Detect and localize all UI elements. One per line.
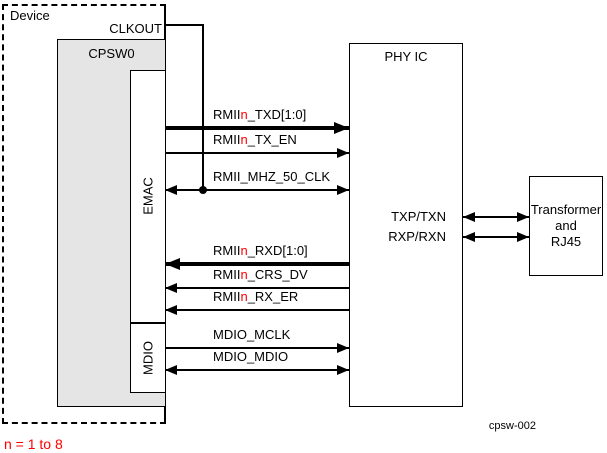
- arrowhead-right-icon: [334, 122, 349, 134]
- signal-rmii-tx-en: RMIIn_TX_EN: [165, 132, 349, 165]
- link-rxp-rxn: [463, 225, 529, 249]
- signal-mdio-mdio: MDIO_MDIO: [165, 349, 349, 382]
- signal-label-prefix: MDIO_MCLK: [213, 327, 291, 342]
- signal-line: [165, 189, 349, 191]
- arrowhead-left-icon: [165, 365, 177, 375]
- clkout-label: CLKOUT: [109, 21, 162, 36]
- signal-label-prefix: RMII: [213, 289, 241, 304]
- signal-label: RMIIn_RX_ER: [213, 289, 298, 304]
- arrowhead-left-icon: [165, 258, 180, 270]
- transformer-label-line2: and: [555, 218, 577, 233]
- mdio-block: [130, 323, 166, 393]
- arrowhead-left-icon: [463, 232, 475, 242]
- signal-label-suffix: _RXD[1:0]: [247, 243, 308, 258]
- arrowhead-left-icon: [165, 305, 177, 315]
- signal-label: RMIIn_TXD[1:0]: [213, 107, 306, 122]
- signal-label-variable: n: [240, 132, 248, 147]
- signal-label-variable: n: [240, 243, 248, 258]
- signal-line: [463, 216, 529, 218]
- signal-label: RMIIn_CRS_DV: [213, 267, 308, 282]
- signal-label-suffix: _RX_ER: [247, 289, 299, 304]
- signal-label-prefix: RMII: [213, 267, 241, 282]
- signal-rmii-rx-er: RMIIn_RX_ER: [165, 289, 349, 322]
- signal-label: MDIO_MDIO: [213, 349, 288, 364]
- signal-label-suffix: _TXD[1:0]: [247, 107, 307, 122]
- signal-line: [165, 152, 349, 154]
- mdio-label: MDIO: [140, 341, 156, 375]
- arrowhead-right-icon: [337, 185, 349, 195]
- device-label: Device: [10, 8, 50, 23]
- signal-line: [165, 262, 349, 266]
- signal-label: RMIIn_RXD[1:0]: [213, 243, 308, 258]
- transformer-rj45-block: Transformer and RJ45: [529, 176, 603, 276]
- signal-label-suffix: _TX_EN: [247, 132, 297, 147]
- emac-block: [130, 70, 166, 323]
- signal-rmii-txd: RMIIn_TXD[1:0]: [165, 107, 349, 140]
- cpsw0-label: CPSW0: [88, 46, 135, 61]
- signal-label-prefix: RMII_MHZ_50_CLK: [213, 169, 331, 184]
- signal-rmii-mhz-50-clk: RMII_MHZ_50_CLK: [165, 169, 349, 202]
- figure-id: cpsw-002: [488, 420, 536, 432]
- signal-mdio-mclk: MDIO_MCLK: [165, 327, 349, 360]
- signal-label: RMII_MHZ_50_CLK: [213, 169, 330, 184]
- arrowhead-left-icon: [165, 283, 177, 293]
- link-txp-txn: [463, 205, 529, 229]
- phy-ic-block: [349, 43, 463, 407]
- signal-label-prefix: RMII: [213, 107, 241, 122]
- signal-label: RMIIn_TX_EN: [213, 132, 297, 147]
- phy-tx-pins-label: TXP/TXN: [391, 209, 446, 224]
- signal-rmii-rxd: RMIIn_RXD[1:0]: [165, 243, 349, 276]
- arrowhead-right-icon: [337, 343, 349, 353]
- signal-rmii-crs-dv: RMIIn_CRS_DV: [165, 267, 349, 300]
- signal-label-prefix: MDIO_MDIO: [213, 349, 289, 364]
- arrowhead-right-icon: [337, 365, 349, 375]
- signal-label-variable: n: [240, 289, 248, 304]
- transformer-label-line1: Transformer: [530, 202, 602, 217]
- clkout-line-vertical: [202, 24, 204, 191]
- arrowhead-left-icon: [165, 185, 177, 195]
- arrowhead-left-icon: [463, 212, 475, 222]
- signal-label-prefix: RMII: [213, 243, 241, 258]
- emac-label: EMAC: [140, 177, 156, 215]
- signal-line: [165, 369, 349, 371]
- signal-line: [165, 309, 349, 311]
- transformer-label-line3: RJ45: [550, 234, 582, 249]
- signal-label-suffix: _CRS_DV: [247, 267, 308, 282]
- arrowhead-right-icon: [517, 212, 529, 222]
- phy-ic-label: PHY IC: [384, 49, 428, 64]
- phy-rx-pins-label: RXP/RXN: [388, 229, 446, 244]
- clkout-line-horizontal: [165, 24, 204, 26]
- signal-line: [165, 126, 349, 130]
- signal-label: MDIO_MCLK: [213, 327, 290, 342]
- signal-label-variable: n: [240, 267, 248, 282]
- arrowhead-right-icon: [337, 148, 349, 158]
- arrowhead-right-icon: [517, 232, 529, 242]
- signal-label-prefix: RMII: [213, 132, 241, 147]
- signal-line: [463, 236, 529, 238]
- variable-range-note: n = 1 to 8: [4, 436, 63, 452]
- signal-line: [165, 287, 349, 289]
- signal-line: [165, 347, 349, 349]
- signal-label-variable: n: [240, 107, 248, 122]
